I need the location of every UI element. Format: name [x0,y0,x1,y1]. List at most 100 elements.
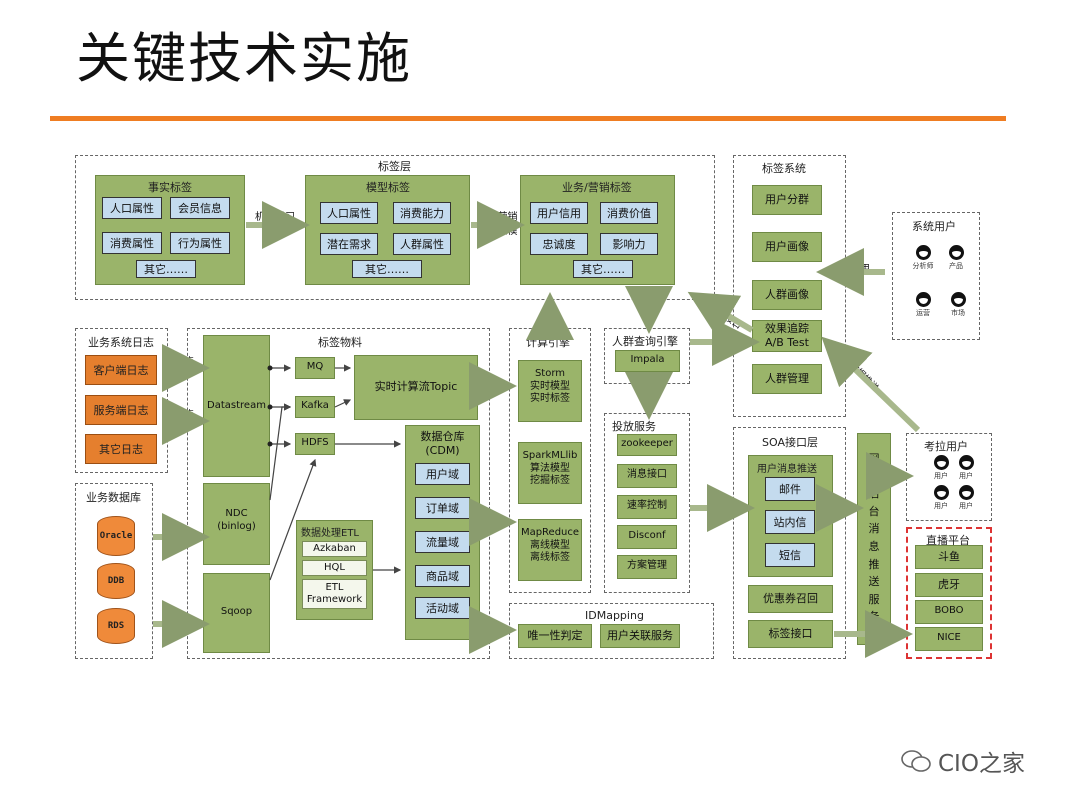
tag-system-label: 用户分群 [765,193,809,206]
person-icon [958,455,974,470]
realtime-topic-label: 实时计算流Topic [374,380,458,393]
watermark-text: CIO之家 [938,751,1025,777]
biz-db-title: 业务数据库 [86,491,141,504]
person-icon [933,485,949,500]
fact-tag: 行为属性 [170,232,230,254]
push-channel: 邮件 [765,477,815,501]
delivery-item [617,434,677,456]
biz-tag: 消费价值 [600,202,658,224]
coupon-label: 优惠券召回 [763,592,818,605]
push-channel: 站内信 [765,510,815,534]
compute-item [518,519,582,581]
person-icon [950,292,966,307]
person-icon [948,245,964,260]
etl-title: 数据处理ETL [301,528,359,539]
tag-system-label: 用户画像 [765,240,809,253]
ndc-label: NDC (binlog) [217,508,256,532]
compute-item-label: SparkMLlib 算法模型 挖掘标签 [522,450,578,486]
delivery-item [617,464,677,488]
idmapping-item-label: 唯一性判定 [527,629,583,642]
live-platform-group [906,527,992,659]
page-title: 关键技术实施 [76,27,412,90]
live-platform-label: 斗鱼 [938,550,960,563]
sqoop-to-hdfs-line [269,458,317,581]
kaola-user: 用户 [928,485,954,511]
idmapping-title: IDMapping [585,609,644,622]
soa-layer-title: SOA接口层 [762,436,818,449]
ddb-database-icon: DDB [97,563,135,599]
live-platform-label: 虎牙 [938,578,960,591]
datastream-label: Datastream [207,400,266,411]
tag-layer-title: 标签层 [378,160,411,173]
idmapping-item [518,624,592,648]
kaola-user: 用户 [928,455,954,481]
tag-system-label: 效果追踪 A/B Test [765,322,809,349]
biz-logs-title: 业务系统日志 [88,336,154,349]
coupon-block [748,585,833,613]
kaola-user: 用户 [953,455,979,481]
domain-item: 商品域 [415,565,470,587]
live-platform-label: NICE [937,632,961,643]
push-title: 用户消息推送 [757,464,817,475]
log-source: 客户端日志 [85,355,157,385]
tag-system-item [752,320,822,352]
kaola-user: 用户 [953,485,979,511]
tag-materials-title: 标签物料 [318,336,362,349]
compute-item [518,442,582,504]
tag-system-title: 标签系统 [762,162,806,175]
tag-system-item [752,280,822,310]
compute-item-label: Storm 实时模型 实时标签 [530,368,570,404]
model-tag-other: 其它…… [352,260,422,278]
delivery-item [617,495,677,519]
tag-layer-group [75,155,715,300]
title-divider [50,116,1006,121]
hdfs-block [295,433,335,455]
kafka-to-topic-line [334,399,352,408]
push-channel: 短信 [765,543,815,567]
chat-logo-icon [901,750,931,772]
domain-item: 用户域 [415,463,470,485]
system-users-group [892,212,980,340]
person-icon [915,245,931,260]
delivery-service-title: 投放服务 [612,420,656,433]
fact-tags-title: 事实标签 [148,181,192,194]
etl-item: Azkaban [302,541,367,557]
model-tag: 人口属性 [320,202,378,224]
oracle-database-icon: Oracle [97,516,135,556]
delivery-item-label: 消息接口 [627,469,667,480]
person-icon [915,292,931,307]
watermark: CIO之家 [900,744,1025,778]
delivery-item-label: zookeeper [621,438,673,449]
tag-api-block [748,620,833,648]
biz-tag: 忠诚度 [530,233,588,255]
etl-item: ETL Framework [302,579,367,609]
impala-block [615,350,680,372]
fact-tag: 消费属性 [102,232,162,254]
soa-layer-group [733,427,846,659]
idmapping-item-label: 用户关联服务 [607,629,673,642]
tag-system-label: 人群画像 [765,288,809,301]
user-analyst: 分析师 [910,245,936,271]
kaola-users-title: 考拉用户 [924,440,968,453]
compute-item [518,360,582,422]
mq-label: MQ [306,361,324,372]
biz-tag: 用户信用 [530,202,588,224]
impala-label: Impala [630,354,665,365]
delivery-item [617,555,677,579]
user-marketing: 市场 [945,292,971,318]
data-warehouse-title: 数据仓库 (CDM) [420,430,465,457]
tag-system-item [752,185,822,215]
realtime-topic-block [354,355,478,420]
person-icon [958,485,974,500]
kaola-to-abtest-arrow [821,336,921,433]
kafka-block [295,396,335,418]
live-platform-item [915,600,983,624]
query-engine-title: 人群查询引擎 [612,335,678,348]
ndc-block [203,483,270,565]
sqoop-label: Sqoop [220,606,253,617]
compute-item-label: MapReduce 离线模型 离线标签 [520,527,580,563]
model-tag: 潜在需求 [320,233,378,255]
live-platform-item [915,627,983,651]
model-tag: 消费能力 [393,202,451,224]
